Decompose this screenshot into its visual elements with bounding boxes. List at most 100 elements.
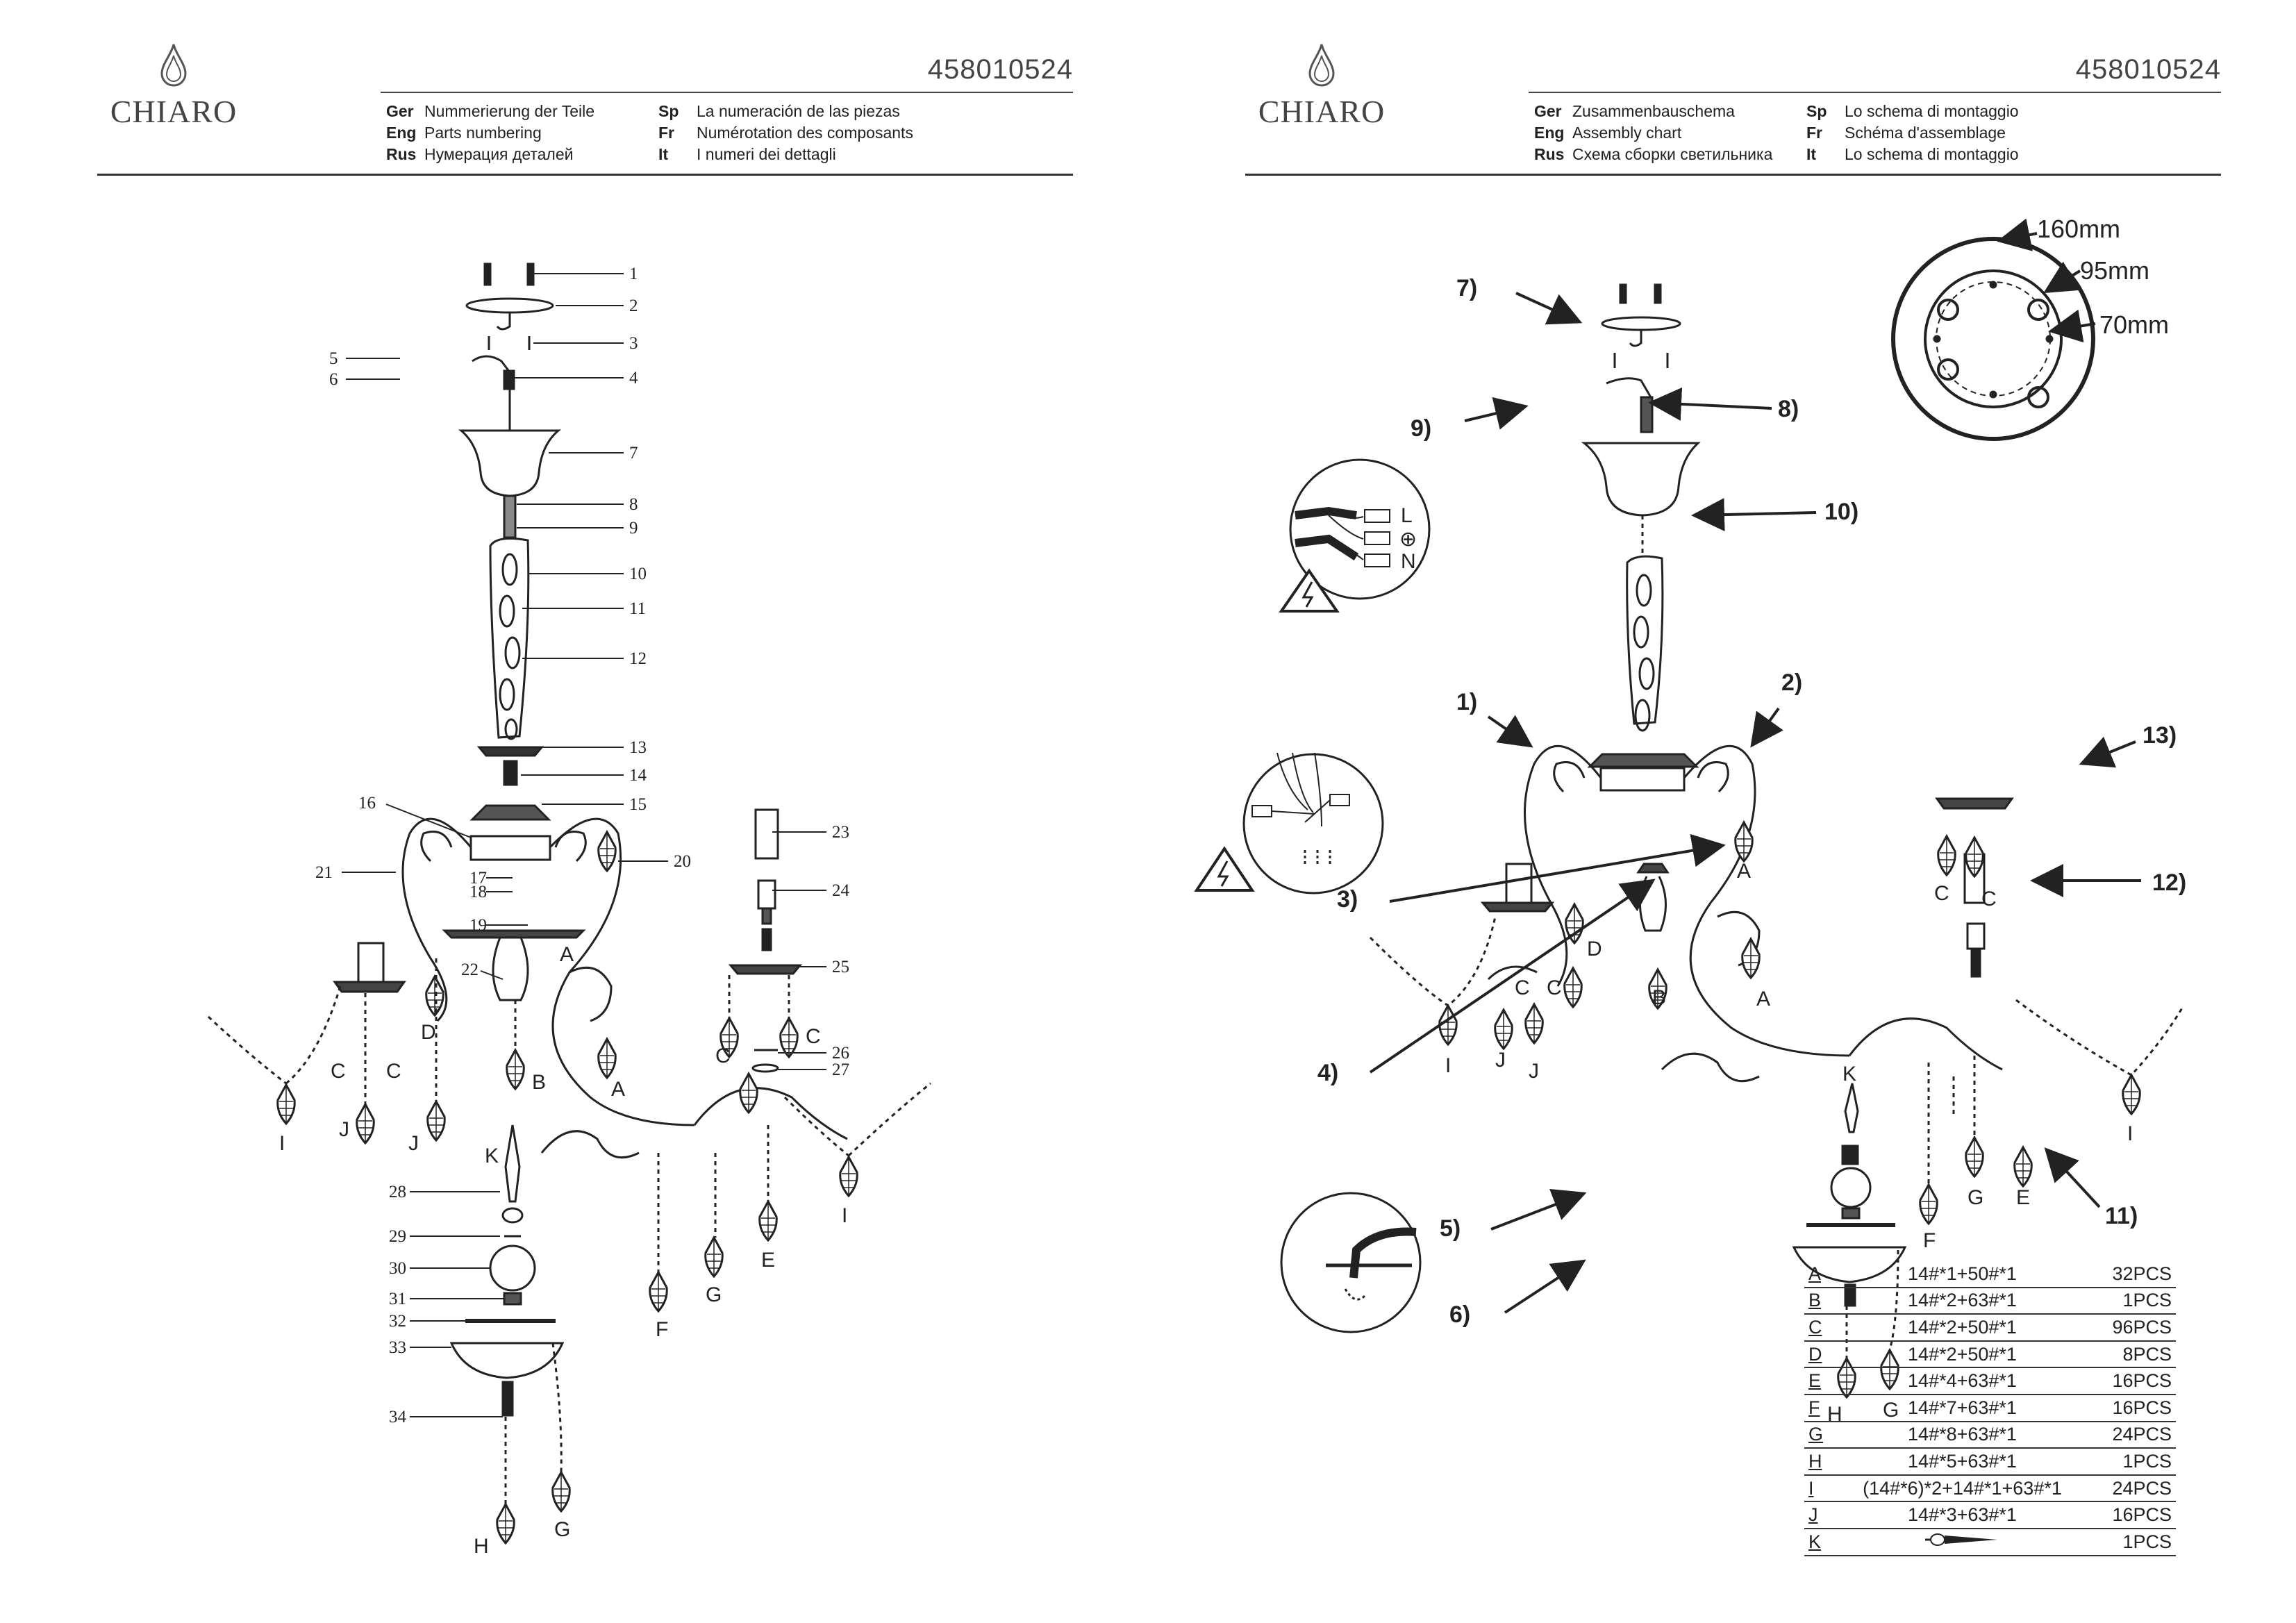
svg-text:22: 22	[461, 960, 479, 979]
svg-text:F: F	[656, 1318, 668, 1341]
svg-text:4): 4)	[1317, 1060, 1338, 1086]
leader-lines	[342, 273, 826, 1417]
svg-text:C: C	[1981, 888, 1997, 910]
svg-text:C: C	[1515, 976, 1530, 999]
svg-text:19: 19	[469, 916, 487, 935]
svg-text:C: C	[715, 1044, 731, 1067]
step-labels: 7) 9) 8) 10) 1) 2) 3) 4) 5) 6) 11) 12) 1…	[1317, 275, 2186, 1328]
svg-text:A: A	[611, 1078, 625, 1101]
svg-text:C: C	[1934, 882, 1949, 905]
wire-live-label: L	[1401, 504, 1413, 527]
svg-text:I: I	[279, 1132, 285, 1155]
svg-text:33: 33	[389, 1338, 406, 1357]
crystal-letter-labels: A A B C C C C D E F G G H I I J J K	[279, 943, 847, 1558]
svg-text:I: I	[842, 1204, 847, 1227]
high-voltage-warning-icon	[1194, 846, 1255, 892]
svg-text:G: G	[706, 1283, 722, 1306]
left-arm-cup	[333, 942, 406, 993]
svg-text:C: C	[386, 1060, 401, 1083]
svg-text:J: J	[408, 1132, 419, 1155]
svg-text:10): 10)	[1824, 499, 1858, 525]
svg-text:2: 2	[629, 297, 638, 315]
svg-text:D: D	[1587, 938, 1602, 960]
svg-text:J: J	[1529, 1060, 1539, 1083]
svg-text:9: 9	[629, 519, 638, 538]
svg-text:8): 8)	[1778, 396, 1799, 422]
svg-text:1): 1)	[1456, 689, 1477, 715]
right-arm	[540, 966, 848, 1159]
svg-text:C: C	[1547, 976, 1562, 999]
svg-text:27: 27	[832, 1060, 849, 1079]
svg-text:30: 30	[389, 1259, 406, 1278]
brand-name: CHIARO	[110, 94, 238, 129]
svg-text:23: 23	[832, 823, 849, 842]
right-candle-parts	[728, 808, 803, 1073]
svg-text:31: 31	[389, 1290, 406, 1308]
crystal-chains	[207, 831, 931, 1545]
svg-text:32: 32	[389, 1312, 406, 1331]
svg-text:E: E	[761, 1249, 775, 1272]
svg-text:12): 12)	[2152, 869, 2186, 896]
svg-text:1: 1	[629, 265, 638, 283]
dim-middle: 95mm	[2080, 256, 2149, 285]
svg-text:A: A	[1756, 988, 1770, 1010]
svg-text:26: 26	[832, 1044, 849, 1063]
drop-logo-icon	[160, 44, 187, 87]
svg-text:I: I	[2127, 1122, 2133, 1145]
parts-numbering-drawing: 1 2 3 4 5 6 7 8 9 10 11 12 13 14 15 16 1…	[207, 263, 931, 1558]
svg-text:4: 4	[629, 369, 638, 388]
svg-text:G: G	[554, 1518, 570, 1541]
brand-logo: CHIARO	[104, 43, 243, 130]
wiring-inset	[1289, 458, 1431, 600]
svg-text:20: 20	[674, 852, 691, 871]
dim-outer: 160mm	[2037, 215, 2120, 243]
brand-logo: CHIARO	[1252, 43, 1391, 130]
svg-text:14: 14	[629, 766, 647, 785]
ceiling-plate-dimensions	[1891, 218, 2096, 441]
dim-inner: 70mm	[2099, 310, 2169, 339]
svg-text:H: H	[474, 1535, 489, 1558]
svg-text:B: B	[1652, 986, 1666, 1009]
header-bottom-rule	[1245, 174, 2221, 176]
svg-text:5: 5	[329, 349, 338, 368]
svg-text:6): 6)	[1449, 1301, 1470, 1328]
svg-text:11: 11	[629, 599, 646, 618]
svg-text:2): 2)	[1781, 669, 1802, 696]
svg-text:21: 21	[315, 863, 333, 882]
document-code: 458010524	[2075, 54, 2221, 85]
svg-text:13: 13	[629, 738, 647, 757]
assembly-chandelier	[1480, 283, 2014, 1307]
svg-text:11): 11)	[2105, 1203, 2138, 1229]
svg-text:16: 16	[358, 794, 376, 813]
svg-text:12: 12	[629, 649, 647, 668]
svg-text:G: G	[1968, 1186, 1983, 1209]
document-code: 458010524	[927, 54, 1073, 85]
svg-text:3: 3	[629, 334, 638, 353]
table-row: K 1PCS	[1804, 1528, 2176, 1556]
svg-text:C: C	[806, 1025, 821, 1048]
header-rule	[381, 92, 1073, 93]
svg-text:7: 7	[629, 444, 638, 463]
svg-text:7): 7)	[1456, 275, 1477, 301]
canopy	[458, 389, 562, 497]
step-arrows	[1369, 292, 2141, 1314]
wire-neutral-label: N	[1401, 550, 1416, 573]
finial-parts	[449, 1124, 565, 1417]
svg-text:9): 9)	[1411, 415, 1431, 442]
ceiling-plate	[465, 263, 554, 390]
svg-text:E: E	[2016, 1186, 2030, 1209]
header-rule	[1529, 92, 2221, 93]
